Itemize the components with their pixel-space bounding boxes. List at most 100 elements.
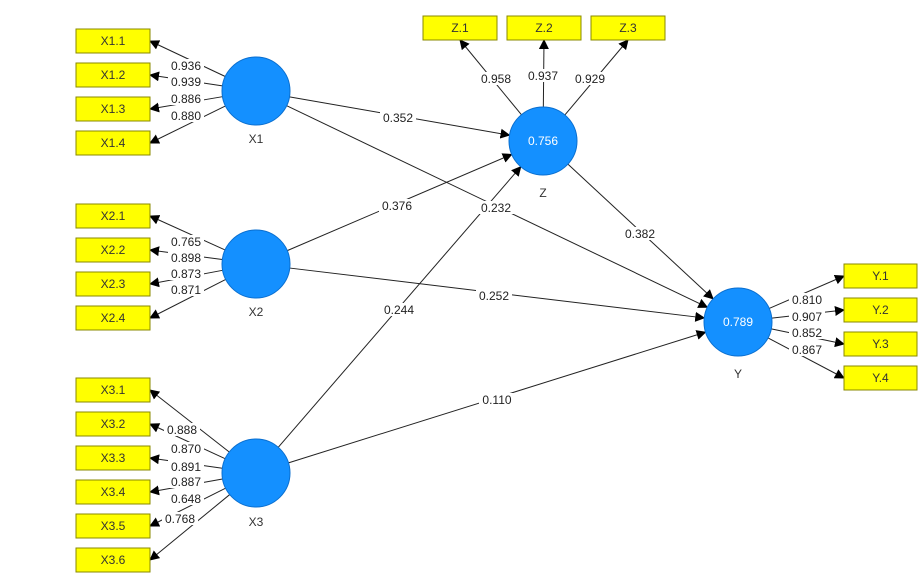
svg-text:Y.4: Y.4 [872,371,889,385]
latent-label-x2: X2 [249,305,264,319]
svg-text:0.382: 0.382 [625,227,655,241]
loading-z-3: 0.929 [572,72,608,86]
svg-text:0.244: 0.244 [384,303,414,317]
path-coef-x3-z: 0.244 [381,303,417,317]
svg-text:X1.4: X1.4 [101,136,126,150]
path-coef-z-y: 0.382 [622,227,658,241]
indicator-x3-5[interactable]: X3.5 [75,513,151,539]
loading-arrow-x2-1 [149,215,226,251]
loading-x3-6: 0.768 [162,512,198,526]
loading-y-1: 0.810 [789,293,825,307]
indicator-x1-4[interactable]: X1.4 [75,130,151,156]
loading-x3-1: 0.888 [164,423,200,437]
indicator-x2-2[interactable]: X2.2 [75,237,151,263]
indicator-x1-2[interactable]: X1.2 [75,62,151,88]
svg-text:0.907: 0.907 [792,310,822,324]
svg-text:Z.2: Z.2 [535,21,553,35]
indicator-x3-4[interactable]: X3.4 [75,479,151,505]
loading-arrow-x3-1 [149,389,230,453]
path-coef-x1-z: 0.352 [380,111,416,125]
svg-text:0.891: 0.891 [171,460,201,474]
latent-label-x3: X3 [249,515,264,529]
loading-x3-2: 0.870 [168,442,204,456]
loading-x1-2: 0.939 [168,75,204,89]
svg-text:Y.2: Y.2 [872,303,889,317]
loading-x2-2: 0.898 [168,251,204,265]
svg-text:0.873: 0.873 [171,267,201,281]
loading-x1-3: 0.886 [168,92,204,106]
r-squared-y: 0.789 [723,315,753,329]
indicator-x2-4[interactable]: X2.4 [75,305,151,331]
svg-text:Z.1: Z.1 [451,21,469,35]
indicator-y-1[interactable]: Y.1 [843,263,918,289]
loading-x3-5: 0.648 [168,492,204,506]
svg-text:Y.1: Y.1 [872,269,889,283]
latent-x1[interactable]: X1 [221,56,291,146]
latent-label-y: Y [734,367,742,381]
svg-text:0.252: 0.252 [479,289,509,303]
svg-text:0.886: 0.886 [171,92,201,106]
loading-arrow-y-4 [767,337,845,379]
latent-label-z: Z [539,186,546,200]
svg-text:Z.3: Z.3 [619,21,637,35]
svg-text:X3.6: X3.6 [101,553,126,567]
loading-x2-1: 0.765 [168,235,204,249]
latent-x3[interactable]: X3 [221,438,291,529]
path-coef-x3-y: 0.110 [479,393,515,407]
svg-text:0.887: 0.887 [171,475,201,489]
loading-x2-4: 0.871 [168,283,204,297]
loading-y-3: 0.852 [789,326,825,340]
svg-text:0.939: 0.939 [171,75,201,89]
loading-z-2: 0.937 [525,69,561,83]
svg-text:0.376: 0.376 [382,199,412,213]
indicator-x2-3[interactable]: X2.3 [75,271,151,297]
svg-text:0.870: 0.870 [171,442,201,456]
svg-text:X3.4: X3.4 [101,485,126,499]
svg-text:X1.1: X1.1 [101,34,126,48]
svg-text:X2.3: X2.3 [101,277,126,291]
svg-text:0.852: 0.852 [792,326,822,340]
loading-x3-3: 0.891 [168,460,204,474]
indicator-y-3[interactable]: Y.3 [843,331,918,357]
svg-text:0.352: 0.352 [383,111,413,125]
indicator-x2-1[interactable]: X2.1 [75,203,151,229]
svg-text:0.898: 0.898 [171,251,201,265]
loading-x2-3: 0.873 [168,267,204,281]
svg-text:0.768: 0.768 [165,512,195,526]
loading-x1-4: 0.880 [168,109,204,123]
loading-arrow-x1-4 [149,105,226,144]
loading-x1-1: 0.936 [168,59,204,73]
indicator-x3-3[interactable]: X3.3 [75,445,151,471]
svg-text:0.648: 0.648 [171,492,201,506]
svg-text:X2.2: X2.2 [101,243,126,257]
latent-x2[interactable]: X2 [221,229,291,319]
indicator-x3-2[interactable]: X3.2 [75,411,151,437]
loading-arrow-y-1 [768,274,845,309]
svg-text:0.936: 0.936 [171,59,201,73]
svg-text:X3.5: X3.5 [101,519,126,533]
loading-arrow-x2-4 [149,278,226,319]
indicator-z-2[interactable]: Z.2 [506,15,582,41]
svg-text:Y.3: Y.3 [872,337,889,351]
indicator-y-4[interactable]: Y.4 [843,365,918,391]
latent-label-x1: X1 [249,132,264,146]
indicator-y-2[interactable]: Y.2 [843,297,918,323]
indicator-x1-1[interactable]: X1.1 [75,28,151,54]
indicator-x3-6[interactable]: X3.6 [75,547,151,573]
svg-text:0.888: 0.888 [167,423,197,437]
svg-text:X2.4: X2.4 [101,311,126,325]
path-coef-x2-y: 0.252 [476,289,512,303]
indicator-x3-1[interactable]: X3.1 [75,377,151,403]
svg-text:0.810: 0.810 [792,293,822,307]
svg-text:0.867: 0.867 [792,343,822,357]
loading-y-4: 0.867 [789,343,825,357]
path-coef-x2-z: 0.376 [379,199,415,213]
svg-text:0.958: 0.958 [481,72,511,86]
indicator-z-1[interactable]: Z.1 [422,15,498,41]
indicator-x1-3[interactable]: X1.3 [75,96,151,122]
indicator-z-3[interactable]: Z.3 [590,15,666,41]
svg-text:0.880: 0.880 [171,109,201,123]
